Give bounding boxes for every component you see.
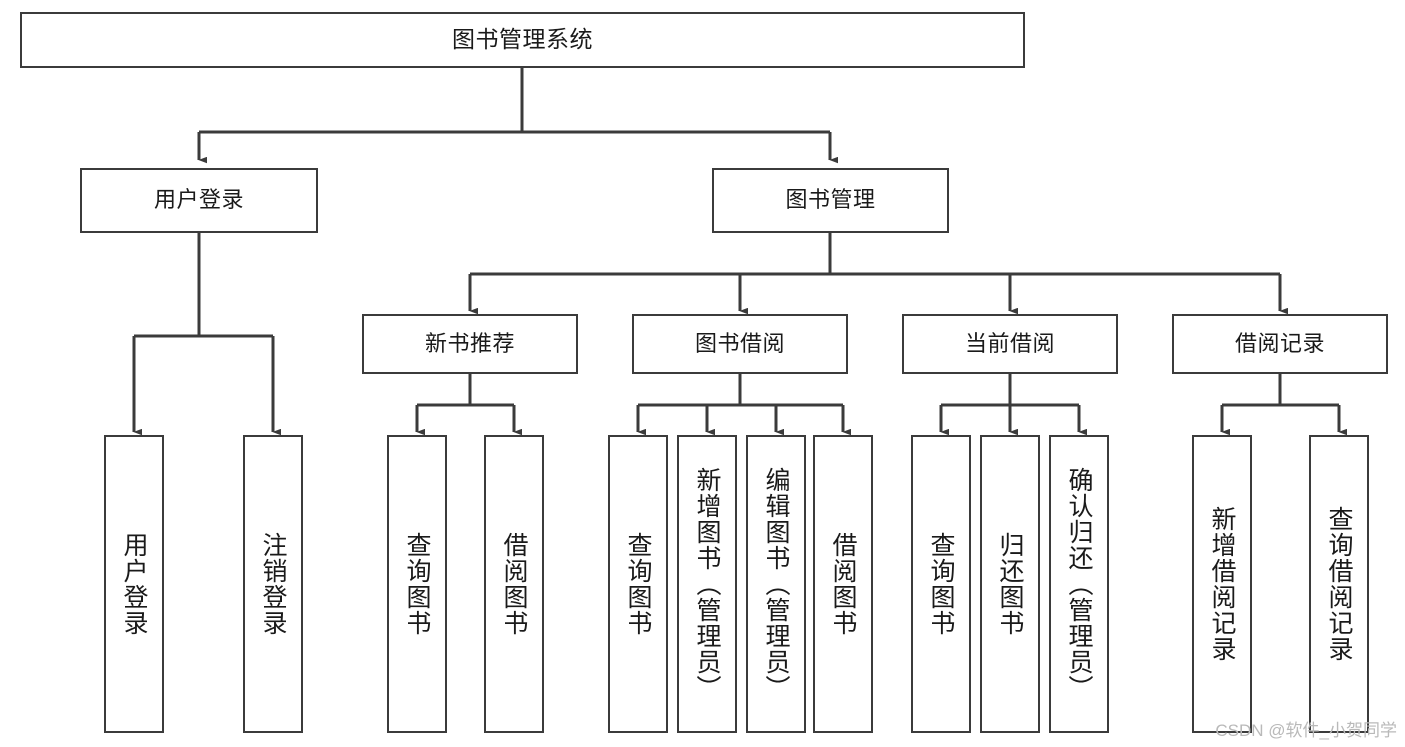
node-leaf-query-borrow-record[interactable]: 查询借阅记录	[1309, 435, 1369, 733]
node-leaf-query-book-borrow[interactable]: 查询图书	[608, 435, 668, 733]
node-root-book-management-system[interactable]: 图书管理系统	[20, 12, 1025, 68]
node-leaf-borrow-book-recommend[interactable]: 借阅图书	[484, 435, 544, 733]
node-book-management[interactable]: 图书管理	[712, 168, 949, 233]
node-leaf-return-book-label: 归还图书	[996, 532, 1024, 636]
node-new-book-recommend-label: 新书推荐	[424, 330, 515, 356]
node-leaf-query-borrow-record-label: 查询借阅记录	[1325, 506, 1353, 662]
node-leaf-query-book-borrow-label: 查询图书	[624, 532, 652, 636]
node-book-borrow-label: 图书借阅	[694, 330, 785, 356]
node-leaf-edit-book-admin[interactable]: 编辑图书（管理员）	[746, 435, 806, 733]
node-leaf-borrow-book-label: 借阅图书	[829, 532, 857, 636]
node-borrow-record-label: 借阅记录	[1234, 330, 1325, 356]
csdn-watermark: CSDN @软件_小贺同学	[1215, 721, 1397, 740]
node-leaf-user-login[interactable]: 用户登录	[104, 435, 164, 733]
node-current-borrow-label: 当前借阅	[964, 330, 1055, 356]
node-leaf-query-book-recommend-label: 查询图书	[403, 532, 431, 636]
node-leaf-logout-label: 注销登录	[259, 532, 287, 636]
node-leaf-add-book-admin[interactable]: 新增图书（管理员）	[677, 435, 737, 733]
node-leaf-add-borrow-record-label: 新增借阅记录	[1208, 506, 1236, 662]
node-leaf-query-book-current[interactable]: 查询图书	[911, 435, 971, 733]
node-leaf-borrow-book[interactable]: 借阅图书	[813, 435, 873, 733]
node-current-borrow[interactable]: 当前借阅	[902, 314, 1118, 374]
node-leaf-query-book-current-label: 查询图书	[927, 532, 955, 636]
node-user-login-label: 用户登录	[153, 187, 244, 213]
node-book-management-label: 图书管理	[785, 187, 876, 213]
node-root-label: 图书管理系统	[452, 26, 593, 53]
node-leaf-user-login-label: 用户登录	[120, 532, 148, 636]
node-leaf-edit-book-admin-label: 编辑图书（管理员）	[762, 467, 790, 701]
node-borrow-record[interactable]: 借阅记录	[1172, 314, 1388, 374]
node-leaf-add-borrow-record[interactable]: 新增借阅记录	[1192, 435, 1252, 733]
node-book-borrow[interactable]: 图书借阅	[632, 314, 848, 374]
node-leaf-logout[interactable]: 注销登录	[243, 435, 303, 733]
node-leaf-add-book-admin-label: 新增图书（管理员）	[693, 467, 721, 701]
node-leaf-confirm-return-admin[interactable]: 确认归还（管理员）	[1049, 435, 1109, 733]
node-leaf-query-book-recommend[interactable]: 查询图书	[387, 435, 447, 733]
node-leaf-borrow-book-recommend-label: 借阅图书	[500, 532, 528, 636]
node-leaf-confirm-return-admin-label: 确认归还（管理员）	[1065, 467, 1093, 701]
node-user-login[interactable]: 用户登录	[80, 168, 318, 233]
node-new-book-recommend[interactable]: 新书推荐	[362, 314, 578, 374]
node-leaf-return-book[interactable]: 归还图书	[980, 435, 1040, 733]
